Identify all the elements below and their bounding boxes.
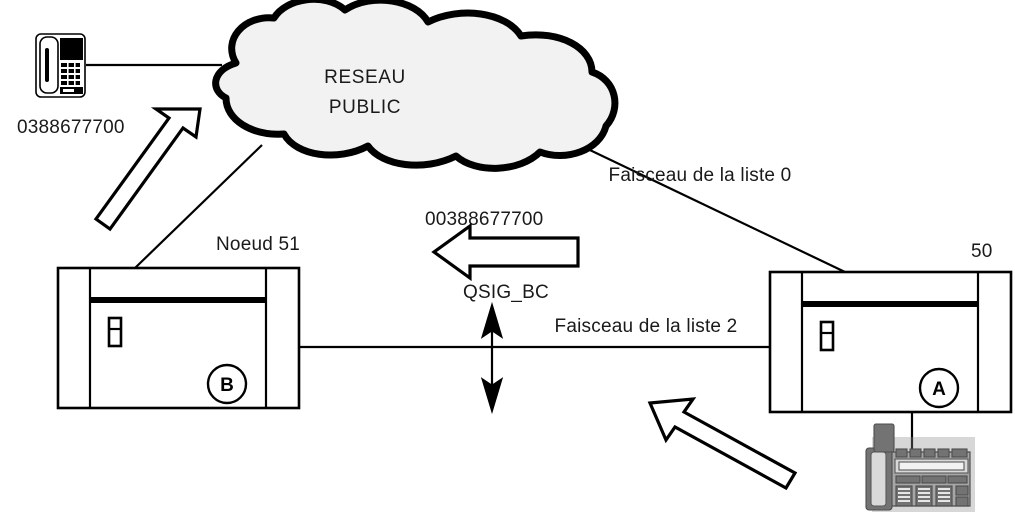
dialed-number-label: 00388677700 (425, 209, 543, 230)
node-51-label: Noeud 51 (216, 234, 300, 255)
block-arrow-up-left-icon (647, 397, 798, 491)
trunk-list-2-label: Faisceau de la liste 2 (555, 316, 738, 337)
pbx-node-50-letter: A (932, 379, 946, 400)
cloud-label-line2: PUBLIC (329, 97, 401, 118)
link-cloud-to-node50 (570, 140, 846, 273)
link-cloud-to-node51 (134, 144, 263, 269)
node-50-label: 50 (971, 241, 993, 262)
trunk-list-0-label: Faisceau de la liste 0 (609, 165, 792, 186)
desk-phone-icon (35, 33, 86, 98)
block-arrow-left-icon (431, 222, 580, 282)
block-arrow-up-right-icon (93, 107, 202, 232)
pbx-node-51-letter: B (220, 375, 234, 396)
office-phone-icon (865, 423, 975, 512)
caller-number-label: 0388677700 (17, 117, 125, 138)
qsig-bc-label: QSIG_BC (463, 282, 549, 303)
pbx-node-50: A (768, 270, 1013, 414)
cloud-label-line1: RESEAU (324, 67, 406, 88)
public-network-cloud (212, 0, 619, 172)
double-headed-vertical-arrow-icon (480, 301, 504, 415)
pbx-node-51: B (56, 266, 301, 410)
